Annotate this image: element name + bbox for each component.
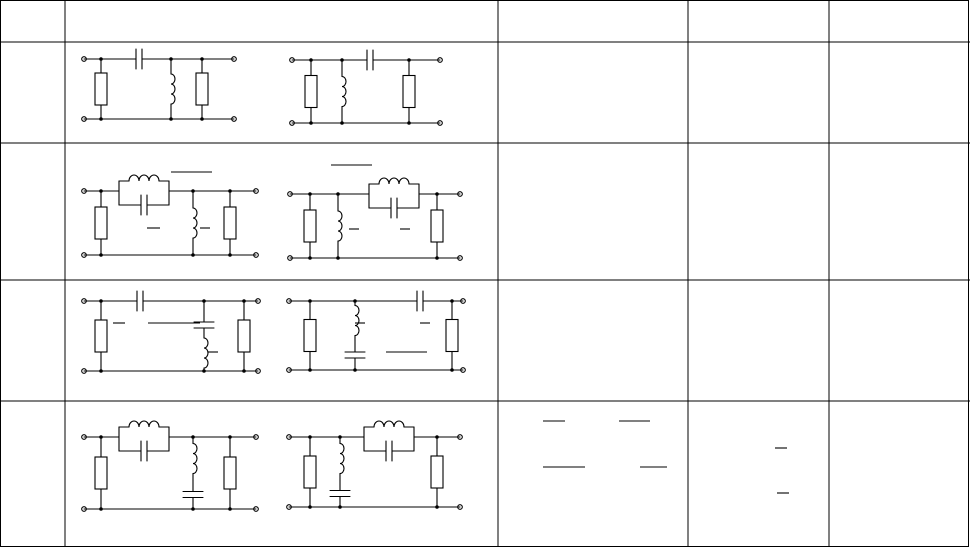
junction-dot xyxy=(353,368,357,372)
junction-dot xyxy=(169,57,173,61)
junction-dot xyxy=(338,435,342,439)
junction-dot xyxy=(308,505,312,509)
resistor xyxy=(303,318,317,353)
junction-dot xyxy=(338,505,342,509)
junction-dot xyxy=(340,121,344,125)
resistor xyxy=(94,206,108,240)
junction-dot xyxy=(99,435,103,439)
junction-dot xyxy=(99,369,103,373)
junction-dot xyxy=(191,189,195,193)
resistor xyxy=(445,318,459,353)
junction-dot xyxy=(308,192,312,196)
inductor xyxy=(378,177,410,185)
junction-dot xyxy=(99,57,103,61)
resistor xyxy=(223,206,237,240)
junction-dot xyxy=(308,368,312,372)
junction-dot xyxy=(99,117,103,121)
inductor xyxy=(373,420,405,428)
circuit-row3-b xyxy=(286,290,466,373)
inductor xyxy=(339,442,345,475)
inductor xyxy=(192,207,198,239)
resistor xyxy=(303,455,317,489)
junction-dot xyxy=(308,299,312,303)
junction-dot xyxy=(242,299,246,303)
resistor xyxy=(94,319,108,353)
junction-dot xyxy=(435,256,439,260)
resistor xyxy=(223,456,237,490)
resistor xyxy=(402,74,416,109)
junction-dot xyxy=(407,121,411,125)
junction-dot xyxy=(99,299,103,303)
circuit-row1-b xyxy=(289,49,443,126)
inductor xyxy=(128,174,160,182)
inductor xyxy=(170,73,176,105)
circuit-row1-a xyxy=(81,48,237,122)
junction-dot xyxy=(435,505,439,509)
junction-dot xyxy=(308,435,312,439)
resistor xyxy=(94,456,108,490)
junction-dot xyxy=(407,58,411,62)
junction-dot xyxy=(228,507,232,511)
junction-dot xyxy=(200,57,204,61)
resistor xyxy=(430,455,444,489)
junction-dot xyxy=(336,256,340,260)
circuit-row2-a xyxy=(81,174,259,258)
junction-dot xyxy=(435,192,439,196)
junction-dot xyxy=(309,58,313,62)
circuit-row2-b xyxy=(287,177,463,261)
resistor xyxy=(94,72,108,106)
junction-dot xyxy=(99,507,103,511)
formula-marks xyxy=(113,164,789,494)
junction-dot xyxy=(202,369,206,373)
inductor xyxy=(337,210,343,242)
resistor xyxy=(195,72,209,106)
junction-dot xyxy=(202,299,206,303)
resistor xyxy=(303,209,317,243)
circuit-row4-b xyxy=(286,420,463,510)
junction-dot xyxy=(435,435,439,439)
resistor xyxy=(430,209,444,243)
inductor xyxy=(203,337,209,369)
junction-dot xyxy=(353,299,357,303)
junction-dot xyxy=(450,299,454,303)
junction-dot xyxy=(191,253,195,257)
inductor xyxy=(128,420,160,428)
junction-dot xyxy=(336,192,340,196)
junction-dot xyxy=(99,189,103,193)
junction-dot xyxy=(99,253,103,257)
circuit-row3-a xyxy=(81,290,261,374)
inductor xyxy=(341,75,347,108)
junction-dot xyxy=(200,117,204,121)
circuit-row4-a xyxy=(81,420,259,512)
junction-dot xyxy=(308,256,312,260)
junction-dot xyxy=(228,435,232,439)
junction-dot xyxy=(242,369,246,373)
junction-dot xyxy=(169,117,173,121)
junction-dot xyxy=(191,507,195,511)
junction-dot xyxy=(340,58,344,62)
inductor xyxy=(354,304,360,337)
junction-dot xyxy=(450,368,454,372)
junction-dot xyxy=(191,435,195,439)
circuits-layer xyxy=(81,48,466,512)
junction-dot xyxy=(228,253,232,257)
junction-dot xyxy=(228,189,232,193)
inductor xyxy=(192,442,198,475)
junction-dot xyxy=(309,121,313,125)
resistor xyxy=(304,74,318,109)
resistor xyxy=(237,319,251,353)
